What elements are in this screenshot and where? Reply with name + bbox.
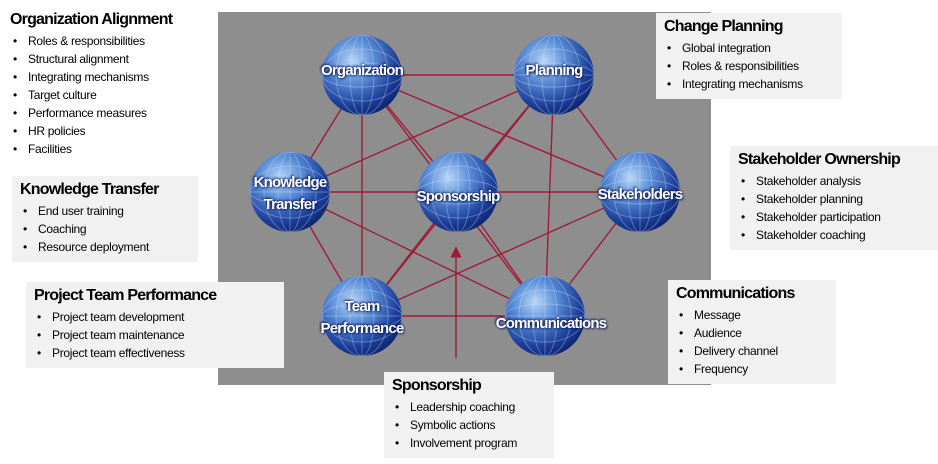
node-stakeholders: Stakeholders [597,186,683,203]
sponsorship-list: Leadership coaching Symbolic actions Inv… [392,398,546,452]
list-item: Structural alignment [10,50,206,68]
list-item: Project team maintenance [34,326,276,344]
list-item: Coaching [20,220,190,238]
node-knowledge-transfer-line2: Transfer [263,196,318,213]
list-item: Stakeholder analysis [738,172,932,190]
knowledge-transfer-list: End user training Coaching Resource depl… [20,202,190,256]
list-item: Involvement program [392,434,546,452]
knowledge-transfer-box: Knowledge Transfer End user training Coa… [12,176,198,262]
list-item: End user training [20,202,190,220]
list-item: Performance measures [10,104,206,122]
organization-alignment-list: Roles & responsibilities Structural alig… [10,32,206,158]
stakeholder-ownership-box: Stakeholder Ownership Stakeholder analys… [730,146,938,250]
organization-alignment-box: Organization Alignment Roles & responsib… [2,6,214,164]
list-item: Stakeholder coaching [738,226,932,244]
list-item: Delivery channel [676,342,828,360]
list-item: Project team development [34,308,276,326]
sponsorship-title: Sponsorship [392,377,482,394]
change-planning-box: Change Planning Global integration Roles… [656,13,842,99]
list-item: Audience [676,324,828,342]
node-team-performance-line2: Performance [320,320,405,337]
list-item: Project team effectiveness [34,344,276,362]
node-sponsorship: Sponsorship [416,188,501,205]
project-team-performance-box: Project Team Performance Project team de… [26,282,284,368]
stakeholder-ownership-title: Stakeholder Ownership [738,151,901,168]
node-knowledge-transfer-line1: Knowledge [253,174,328,191]
project-team-performance-list: Project team development Project team ma… [34,308,276,362]
stakeholder-ownership-list: Stakeholder analysis Stakeholder plannin… [738,172,932,244]
list-item: Roles & responsibilities [664,57,834,75]
list-item: Target culture [10,86,206,104]
list-item: Integrating mechanisms [10,68,206,86]
list-item: Integrating mechanisms [664,75,834,93]
list-item: Stakeholder participation [738,208,932,226]
list-item: HR policies [10,122,206,140]
communications-box: Communications Message Audience Delivery… [668,280,836,384]
communications-list: Message Audience Delivery channel Freque… [676,306,828,378]
node-team-performance: Team Performance [300,296,424,340]
project-team-performance-title: Project Team Performance [34,287,217,304]
list-item: Frequency [676,360,828,378]
change-planning-title: Change Planning [664,18,783,35]
list-item: Stakeholder planning [738,190,932,208]
node-team-performance-line1: Team [344,298,381,315]
knowledge-transfer-title: Knowledge Transfer [20,181,159,198]
organization-alignment-title: Organization Alignment [10,11,173,28]
node-organization: Organization [320,62,404,79]
node-planning: Planning [525,62,584,79]
list-item: Message [676,306,828,324]
sponsorship-box: Sponsorship Leadership coaching Symbolic… [384,372,554,458]
list-item: Leadership coaching [392,398,546,416]
list-item: Symbolic actions [392,416,546,434]
change-planning-list: Global integration Roles & responsibilit… [664,39,834,93]
list-item: Global integration [664,39,834,57]
list-item: Facilities [10,140,206,158]
node-knowledge-transfer: Knowledge Transfer [232,172,348,216]
list-item: Roles & responsibilities [10,32,206,50]
list-item: Resource deployment [20,238,190,256]
node-communications: Communications [495,315,607,332]
communications-title: Communications [676,285,795,302]
